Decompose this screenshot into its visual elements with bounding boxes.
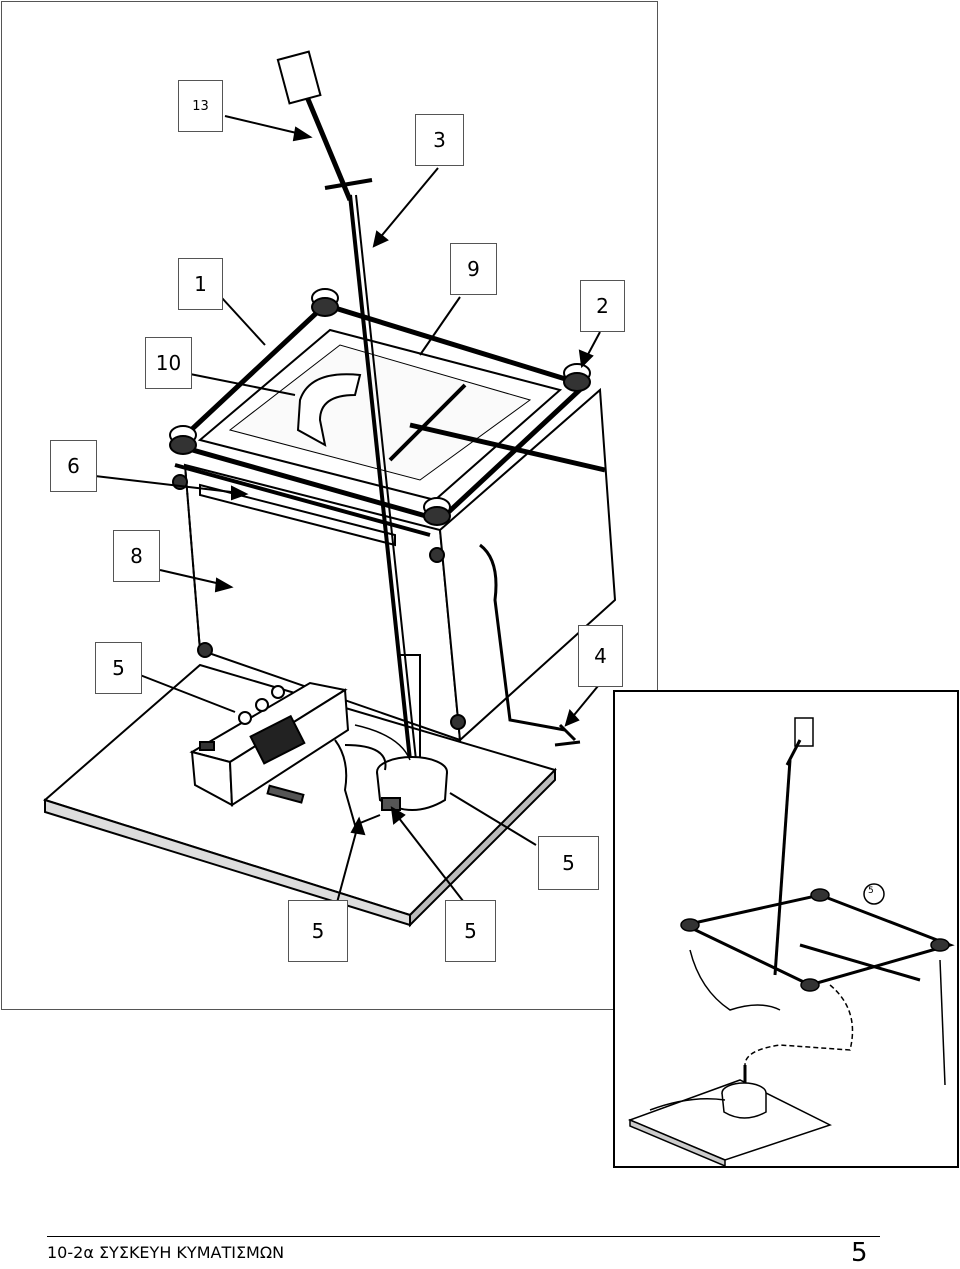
callout-3: 3 xyxy=(415,114,464,166)
stand-rod xyxy=(297,79,353,201)
callout-5-wire-left: 5 xyxy=(288,900,348,962)
callout-13: 13 xyxy=(178,80,223,132)
callout-5-wire-right: 5 xyxy=(445,900,496,962)
callout-4: 4 xyxy=(578,625,623,687)
footer-caption: 10-2α ΣΥΣΚΕΥΗ ΚΥΜΑΤΙΣΜΩΝ xyxy=(47,1243,285,1262)
callout-8: 8 xyxy=(113,530,160,582)
wave-ring xyxy=(296,373,362,447)
callout-10: 10 xyxy=(145,337,192,389)
inset-callout-label: 5 xyxy=(868,886,874,896)
page-number: 5 xyxy=(851,1238,868,1268)
main-figure-frame xyxy=(1,1,658,1010)
footer-rule xyxy=(47,1236,880,1237)
callout-1: 1 xyxy=(178,258,223,310)
corner-knobs xyxy=(169,288,591,526)
callout-2: 2 xyxy=(580,280,625,332)
callout-9: 9 xyxy=(450,243,497,295)
callout-5-vibrator: 5 xyxy=(538,836,599,890)
callout-6: 6 xyxy=(50,440,97,492)
tank-side-right xyxy=(438,387,617,743)
callout-5-control-box: 5 xyxy=(95,642,142,694)
